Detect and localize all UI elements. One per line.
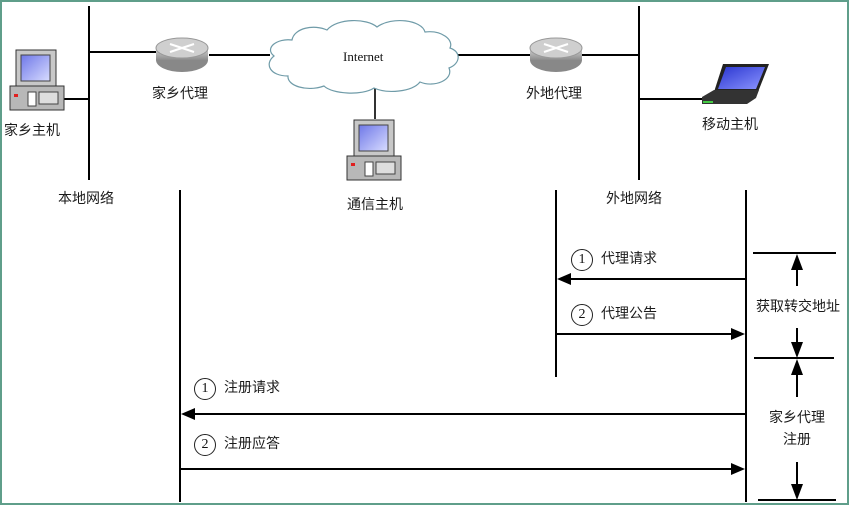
home-agent-label: 家乡代理 (152, 86, 208, 102)
correspondent-host-label: 通信主机 (347, 197, 403, 213)
agent-solicitation-arrow (557, 273, 746, 285)
registration-request-label: 注册请求 (224, 380, 280, 396)
phase2-label-line2: 注册 (783, 432, 811, 448)
internet-label: Internet (343, 49, 384, 64)
phase2-dimension-marker (758, 359, 836, 501)
step-number-badge: 2 (194, 434, 216, 456)
phase2-label-line1: 家乡代理 (769, 410, 825, 426)
home-agent-router-icon (155, 37, 209, 72)
agent-solicitation-label: 代理请求 (601, 251, 657, 267)
home-host-label: 家乡主机 (4, 123, 60, 139)
agent-advertisement-label: 代理公告 (601, 306, 657, 322)
mobile-host-laptop-icon (702, 64, 769, 104)
step-number-badge: 1 (571, 249, 593, 271)
registration-request-arrow (181, 408, 746, 420)
correspondent-host-computer-icon (346, 119, 402, 181)
agent-advertisement-arrow (556, 328, 745, 340)
foreign-agent-label: 外地代理 (526, 86, 582, 102)
step-number-badge: 2 (571, 304, 593, 326)
registration-reply-arrow (180, 463, 745, 475)
foreign-agent-router-icon (529, 37, 583, 72)
mobile-host-label: 移动主机 (702, 117, 758, 133)
home-network-label: 本地网络 (58, 191, 114, 207)
registration-reply-label: 注册应答 (224, 436, 280, 452)
foreign-network-label: 外地网络 (606, 191, 662, 207)
step-number-badge: 1 (194, 378, 216, 400)
phase1-dimension-marker (753, 252, 836, 359)
internet-cloud (268, 19, 459, 94)
phase1-label: 获取转交地址 (756, 299, 840, 315)
home-host-computer-icon (9, 49, 65, 111)
